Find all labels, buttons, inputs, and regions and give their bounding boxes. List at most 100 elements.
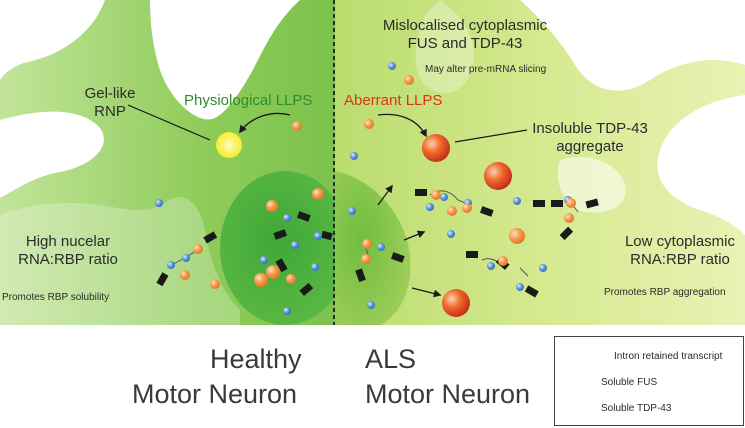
tdp43-protein (462, 203, 472, 213)
fus-protein (311, 263, 319, 271)
tdp43-protein (404, 75, 414, 85)
legend-tdp43-label: Soluble TDP-43 (601, 403, 672, 414)
transcript-segment (355, 268, 366, 283)
low-ratio-line-2: RNA:RBP ratio (630, 251, 730, 268)
fus-protein (377, 243, 385, 251)
fus-protein (447, 230, 455, 238)
extracellular-space (0, 0, 745, 325)
fus-protein (388, 62, 396, 70)
healthy-nucleus (220, 171, 350, 325)
tdp43-protein (498, 256, 508, 266)
aggregate-droplet (442, 289, 470, 317)
transcript-segment (559, 226, 574, 241)
transcript-segment (156, 272, 169, 287)
transcript-segment (321, 230, 333, 241)
export-arrow-1 (377, 184, 393, 206)
low-ratio-line-1: Low cytoplasmic (624, 233, 736, 250)
tdp43-protein (509, 228, 525, 244)
gel-like-rnp-label: Gel-like RNP (82, 85, 138, 121)
mislocalised-line-2: FUS and TDP-43 (407, 35, 523, 52)
fus-protein (283, 214, 291, 222)
physiological-llps-arrow (239, 112, 291, 134)
low-ratio-label: Low cytoplasmic RNA:RBP ratio (610, 233, 745, 269)
fus-protein (182, 254, 190, 262)
tdp43-protein (361, 254, 371, 264)
mislocalised-label: Mislocalised cytoplasmic FUS and TDP-43 (356, 17, 574, 53)
high-ratio-line-1: High nucelar (25, 233, 111, 250)
tdp43-protein (180, 270, 190, 280)
aberrant-llps-arrow (377, 113, 427, 138)
fus-protein (348, 207, 356, 215)
legend-fus-label: Soluble FUS (601, 377, 658, 388)
transcript-segment (466, 251, 478, 258)
fus-protein (291, 241, 299, 249)
transcript-segment (551, 200, 563, 207)
fus-protein (440, 193, 448, 201)
transcript-segment (390, 252, 405, 263)
tdp43-proteins (180, 75, 576, 289)
gel-like-line-1: Gel-like (84, 85, 136, 102)
transcript-segment (273, 229, 288, 240)
fus-protein (350, 152, 358, 160)
fus-protein (513, 197, 521, 205)
transcript-segment (203, 231, 218, 244)
tdp43-protein (254, 273, 268, 287)
tdp43-protein (193, 244, 203, 254)
transcript-segment (415, 189, 427, 196)
fus-protein (487, 262, 495, 270)
aggregate-droplet (484, 162, 512, 190)
high-ratio-line-2: RNA:RBP ratio (18, 251, 118, 268)
fus-protein (367, 301, 375, 309)
gel-like-line-2: RNP (94, 103, 126, 120)
tdp43-protein (362, 239, 372, 249)
export-arrow-2 (403, 230, 426, 241)
tdp43-protein (210, 279, 220, 289)
fus-protein (426, 203, 434, 211)
intron-transcripts (156, 189, 599, 298)
transcript-segment (585, 198, 599, 209)
als-title-line-2: Motor Neuron (365, 379, 531, 409)
fus-protein (155, 199, 163, 207)
fus-protein (260, 256, 268, 264)
legend-transcript-label: Intron retained transcript (614, 351, 723, 362)
insoluble-line-2: aggregate (556, 138, 624, 155)
tdp43-protein (292, 121, 302, 131)
tdp43-protein (286, 274, 296, 284)
insoluble-pointer (454, 129, 528, 143)
tdp43-protein (266, 200, 278, 212)
aggregate-droplet (422, 134, 450, 162)
transcript-segment (524, 285, 539, 298)
physiological-llps-label: Physiological LLPS (184, 92, 313, 109)
transcript-segment (275, 258, 288, 273)
fus-protein (167, 261, 175, 269)
promotes-aggregation-label: Promotes RBP aggregation (604, 287, 726, 298)
transcript-segment (479, 206, 494, 217)
fus-protein (283, 307, 291, 315)
healthy-title-line-2: Motor Neuron (132, 379, 298, 409)
tdp43-protein (431, 190, 441, 200)
tdp43-protein (364, 119, 374, 129)
tdp43-protein (447, 206, 457, 216)
aberrant-llps-label: Aberrant LLPS (344, 92, 443, 109)
healthy-title-line-1: Healthy (210, 344, 302, 374)
tdp43-protein (312, 188, 324, 200)
tdp43-protein (564, 213, 574, 223)
tdp43-protein (266, 265, 280, 279)
may-alter-label: May alter pre-mRNA slicing (425, 64, 547, 75)
insoluble-line-1: Insoluble TDP-43 (532, 120, 648, 137)
als-title-line-1: ALS (365, 344, 417, 374)
legend-box: Intron retained transcript Soluble FUS S… (554, 336, 744, 426)
transcript-segment (533, 200, 545, 207)
insoluble-aggregate-label: Insoluble TDP-43 aggregate (525, 120, 655, 156)
tdp43-protein (566, 198, 576, 208)
promotes-solubility-label: Promotes RBP solubility (2, 292, 110, 303)
transcript-segment (296, 211, 311, 222)
mislocalised-line-1: Mislocalised cytoplasmic (382, 17, 548, 34)
fus-protein (516, 283, 524, 291)
export-arrow-3 (411, 287, 442, 298)
fus-protein (539, 264, 547, 272)
fus-protein (314, 232, 322, 240)
transcript-segment (299, 282, 314, 296)
gel-like-rnp-droplet (216, 132, 242, 158)
